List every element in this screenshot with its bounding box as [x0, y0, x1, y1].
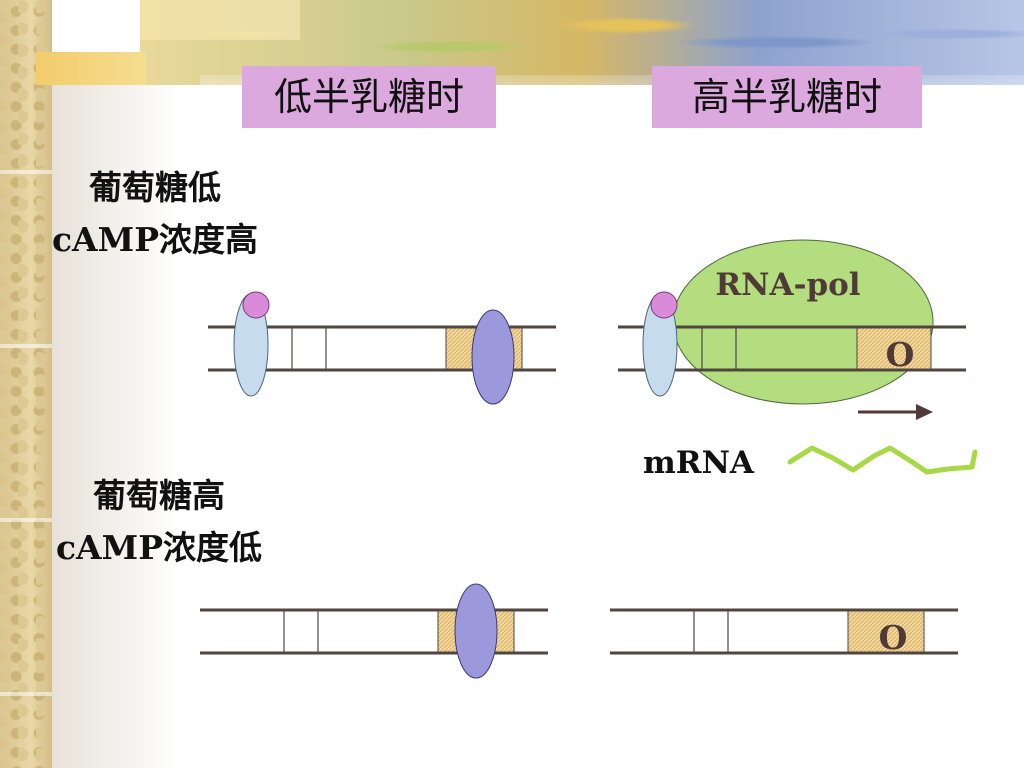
row2-glucose-text: 葡萄糖高: [93, 476, 225, 515]
dna-row2-left: [200, 583, 548, 679]
banner-highlight: [140, 0, 300, 40]
row1-camp-text: cAMP浓度高: [51, 220, 259, 259]
operator-label: O: [879, 618, 908, 657]
dna-row2-right: O: [610, 608, 958, 657]
camp-molecule: [242, 291, 270, 319]
dna-row1-right: RNA-pol O: [618, 239, 966, 420]
row1-condition-label: 葡萄糖低 cAMP浓度高: [30, 162, 280, 266]
row2-condition-label: 葡萄糖高 cAMP浓度低: [34, 470, 284, 574]
mrna-label: mRNA: [643, 445, 755, 481]
banner-accent: [36, 52, 146, 85]
row2-camp-text: cAMP浓度低: [55, 528, 263, 567]
header-low-galactose: 低半乳糖时: [242, 66, 496, 128]
dna-row1-left: [208, 291, 556, 405]
mrna-strand: [787, 445, 978, 475]
camp-molecule: [650, 291, 678, 319]
parchment-strip: [0, 0, 52, 768]
row1-glucose-text: 葡萄糖低: [89, 168, 221, 207]
transcription-arrow: [858, 404, 933, 420]
repressor-protein: [471, 309, 515, 405]
operator-box: [847, 609, 925, 654]
operator-label: O: [886, 335, 915, 374]
rna-polymerase: [672, 239, 934, 405]
rna-pol-label: RNA-pol: [715, 267, 860, 303]
header-high-galactose: 高半乳糖时: [652, 66, 922, 128]
repressor-protein: [454, 583, 498, 679]
strip-fade: [52, 85, 182, 768]
